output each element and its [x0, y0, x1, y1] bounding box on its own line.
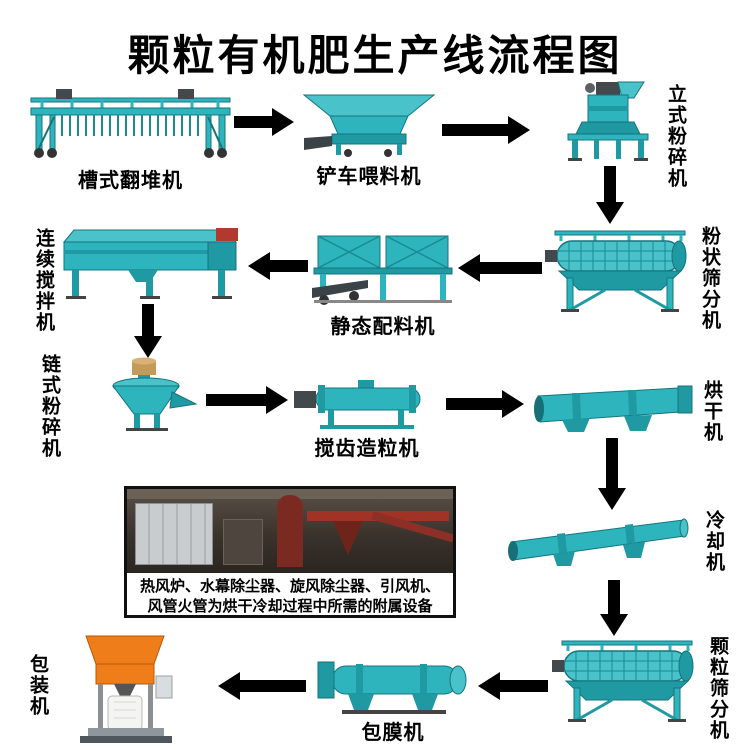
label-chain-crusher: 链式粉碎机 [39, 354, 60, 459]
coating-machine-illustration [317, 661, 467, 714]
label-forklift-feeder: 铲车喂料机 [316, 166, 422, 188]
accessory-note-box: 热风炉、水幕除尘器、旋风除尘器、引风机、 风管火管为烘干冷却过程中所需的附属设备 [124, 486, 456, 618]
label-powder-screener: 粉状筛分机 [699, 226, 720, 331]
arrow-mixer-to-chain-crusher [134, 304, 162, 358]
machine-chain-crusher [96, 356, 200, 432]
label-trough-turner: 槽式翻堆机 [78, 170, 183, 192]
label-continuous-mixer: 连续搅拌机 [33, 228, 54, 333]
note-line-2: 风管火管为烘干冷却过程中所需的附属设备 [147, 598, 433, 616]
arrow-dryer-to-cooler [598, 438, 626, 510]
granule-screener-illustration [552, 640, 694, 722]
machine-packing-machine [52, 634, 200, 746]
hot-blast-stove-shape [277, 495, 303, 567]
dryer-illustration [534, 385, 693, 432]
dust-collector-shape [135, 503, 213, 565]
induced-draft-fan-shape [223, 519, 263, 565]
machine-vertical-crusher [556, 80, 660, 162]
note-line-1: 热风炉、水幕除尘器、旋风除尘器、引风机、 [139, 578, 440, 595]
arrow-granule-screener-to-coater [478, 672, 548, 700]
accessory-equipment-photo [127, 489, 453, 573]
cooler-illustration [508, 518, 689, 566]
label-packing-machine: 包装机 [27, 654, 48, 717]
machine-granule-screener [552, 636, 702, 722]
machine-cooler [505, 508, 697, 574]
label-cooler: 冷却机 [703, 510, 724, 573]
machine-powder-screener [545, 226, 695, 312]
tooth-granulator-illustration [294, 380, 421, 429]
label-dryer: 烘干机 [701, 380, 722, 443]
label-coating-machine: 包膜机 [361, 722, 425, 744]
machine-trough-turner [28, 86, 233, 161]
arrow-chain-crusher-to-granulator [206, 386, 288, 414]
cyclone-dust-collector-shape [333, 521, 363, 555]
arrow-batcher-to-mixer [248, 252, 308, 280]
arrow-powder-screener-to-batcher [458, 254, 542, 282]
vertical-crusher-illustration [567, 81, 649, 161]
label-static-batcher: 静态配料机 [330, 316, 436, 338]
continuous-mixer-illustration [62, 228, 238, 299]
arrow-granulator-to-dryer [446, 390, 524, 418]
forklift-feeder-illustration [302, 94, 436, 157]
arrow-coater-to-packer [218, 672, 306, 700]
static-batcher-illustration [312, 235, 453, 305]
machine-tooth-granulator [292, 380, 442, 430]
machine-static-batcher [310, 232, 456, 308]
label-tooth-granulator: 搅齿造粒机 [314, 438, 420, 460]
arrow-turner-to-feeder [234, 108, 294, 136]
machine-continuous-mixer [58, 226, 244, 302]
arrow-feeder-to-crusher [442, 116, 530, 144]
label-granule-screener: 颗粒筛分机 [707, 636, 728, 741]
powder-screener-illustration [545, 230, 687, 312]
machine-dryer [528, 382, 696, 434]
arrow-cooler-to-granule-screener [600, 580, 628, 636]
machine-coating-machine [312, 654, 474, 716]
page-title: 颗粒有机肥生产线流程图 [127, 34, 623, 80]
label-vertical-crusher: 立式粉碎机 [665, 84, 686, 189]
trough-turner-illustration [30, 89, 231, 158]
arrow-crusher-to-powder-screener [596, 166, 624, 224]
machine-forklift-feeder [300, 92, 438, 158]
photo-ceiling-shape [127, 489, 453, 499]
packing-machine-illustration [80, 635, 173, 743]
chain-crusher-illustration [112, 357, 198, 431]
